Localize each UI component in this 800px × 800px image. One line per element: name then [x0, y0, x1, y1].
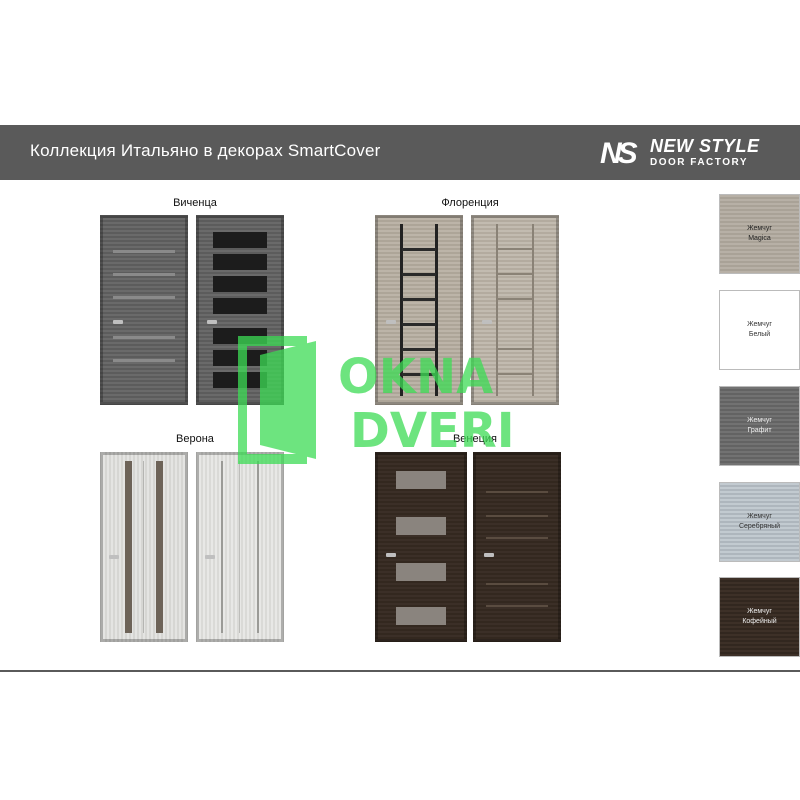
swatch-line1: Жемчуг: [747, 225, 772, 232]
door-groove: [221, 461, 223, 633]
door-molding: [498, 248, 532, 250]
door-verona-glass: [100, 452, 188, 642]
door-molding: [113, 273, 175, 276]
door-glass-panel: [213, 232, 267, 248]
logo-mark: NS: [600, 137, 638, 170]
door-glass-panel: [213, 254, 267, 270]
swatch-line1: Жемчуг: [747, 321, 772, 328]
door-handle: [386, 320, 396, 324]
swatch-label: Жемчуг Белый: [720, 320, 799, 340]
brand-logo: NS NEW STYLE DOOR FACTORY: [598, 133, 760, 173]
door-glass-panel: [396, 517, 446, 535]
watermark-text-line2: DVERI: [350, 403, 515, 459]
door-groove: [257, 461, 259, 633]
door-vicenza-solid: [100, 215, 188, 405]
door-glass-strip: [125, 461, 132, 633]
swatch-line2: Белый: [748, 331, 771, 338]
door-molding: [486, 515, 548, 517]
swatch-coffee: Жемчуг Кофейный: [719, 577, 800, 657]
door-black-slat: [402, 273, 436, 276]
swatch-silver: Жемчуг Серебряный: [719, 482, 800, 562]
door-molding: [486, 491, 548, 493]
swatch-label: Жемчуг Графит: [720, 416, 799, 436]
swatch-line2: Серебряный: [738, 523, 781, 530]
door-molding: [498, 348, 532, 350]
door-black-slat: [402, 248, 436, 251]
door-glass-panel: [396, 563, 446, 581]
door-black-slat: [402, 298, 436, 301]
swatch-label: Жемчуг Кофейный: [720, 607, 799, 627]
swatch-line1: Жемчуг: [747, 608, 772, 615]
door-molding: [486, 583, 548, 585]
door-molding: [498, 273, 532, 275]
door-venice-solid: [473, 452, 561, 642]
door-molding: [498, 298, 532, 300]
logo-brand-name: NEW STYLE: [650, 136, 760, 156]
door-molding: [113, 296, 175, 299]
door-handle: [484, 553, 494, 557]
header-bar: Коллекция Итальяно в декорах SmartCover …: [0, 125, 800, 180]
door-molding: [113, 359, 175, 362]
watermark-text-line1: OKNA: [338, 349, 493, 405]
page-title: Коллекция Итальяно в декорах SmartCover: [30, 141, 381, 160]
door-molding: [486, 537, 548, 539]
swatch-magica: Жемчуг Magica: [719, 194, 800, 274]
door-glass-panel: [213, 298, 267, 314]
bottom-divider: [0, 670, 800, 672]
door-venice-glass: [375, 452, 467, 642]
door-molding: [113, 250, 175, 253]
door-molding-strip: [532, 224, 534, 396]
door-molding: [498, 373, 532, 375]
swatch-label: Жемчуг Серебряный: [720, 512, 799, 532]
door-florence-solid: [471, 215, 559, 405]
door-handle: [205, 555, 215, 559]
door-molding: [486, 605, 548, 607]
door-black-slat: [402, 348, 436, 351]
swatch-white: Жемчуг Белый: [719, 290, 800, 370]
swatch-line2: Magica: [748, 235, 771, 242]
model-name-vicenza: Виченца: [173, 197, 217, 209]
door-glass-panel: [396, 607, 446, 625]
swatch-graphite: Жемчуг Графит: [719, 386, 800, 466]
door-handle: [482, 320, 492, 324]
watermark-logo: OKNA DVERI: [238, 336, 515, 464]
door-glass-panel: [213, 276, 267, 292]
door-handle: [207, 320, 217, 324]
watermark-door-leaf: [260, 341, 316, 459]
door-glass-panel: [396, 471, 446, 489]
door-black-slat: [402, 373, 436, 376]
model-name-florence: Флоренция: [441, 197, 499, 209]
swatch-line1: Жемчуг: [747, 513, 772, 520]
door-florence-glass: [375, 215, 463, 405]
door-handle: [113, 320, 123, 324]
door-verona-solid: [196, 452, 284, 642]
door-groove: [143, 461, 144, 633]
door-handle: [109, 555, 119, 559]
door-black-strip: [400, 224, 403, 396]
door-black-strip: [435, 224, 438, 396]
swatch-line1: Жемчуг: [747, 417, 772, 424]
logo-tagline: DOOR FACTORY: [650, 157, 749, 168]
door-molding-strip: [496, 224, 498, 396]
door-groove: [239, 461, 240, 633]
door-glass-strip: [156, 461, 163, 633]
swatch-line2: Кофейный: [742, 618, 777, 625]
model-name-venice: Венеция: [452, 433, 498, 445]
swatch-label: Жемчуг Magica: [720, 224, 799, 244]
door-black-slat: [402, 323, 436, 326]
door-handle: [386, 553, 396, 557]
door-molding: [113, 336, 175, 339]
model-name-verona: Верона: [176, 433, 214, 445]
swatch-line2: Графит: [747, 427, 772, 434]
